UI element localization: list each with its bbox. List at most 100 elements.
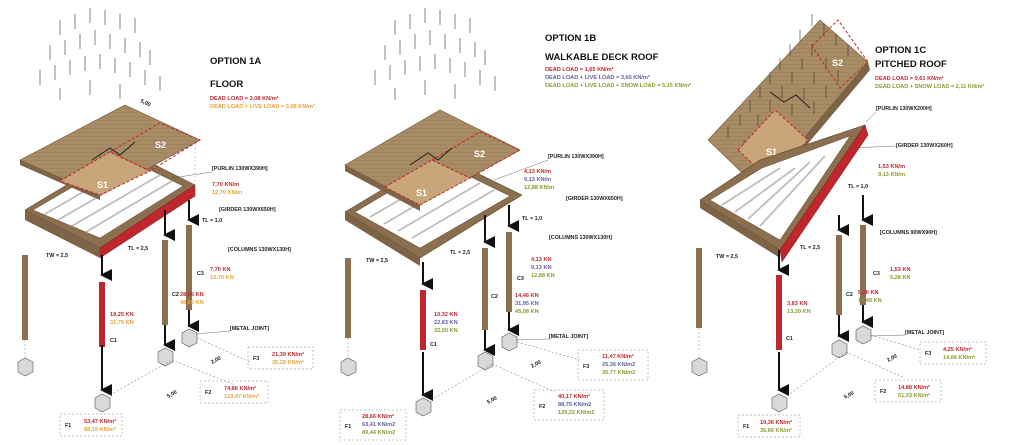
c1-v3-1b: 32,20 KN [434,328,458,334]
dim1-1a: 2,00 [210,356,222,366]
c3-v2-1a: 12,70 KN [210,275,234,281]
f1-box-1b [339,409,407,441]
c1-v1-1b: 10,32 KN [434,312,458,318]
f3-v3-1b: 35,77 KN/m2 [602,370,635,376]
c3-label-1a: C3 [197,271,204,277]
column-1b-left [345,258,351,338]
footing-f3-1b [501,332,518,352]
s2-area-1a [108,122,202,172]
f2-v1-1a: 74,86 KN/m² [224,385,256,392]
option-1a: 5,00 S1 S2 [17,8,315,437]
dim2-1c: 5,00 [843,391,855,401]
f1-label-1a: F1 [65,423,71,429]
c1-v2-1a: 31,75 KN [110,320,134,326]
footing-f1-1a [94,393,111,413]
tl-1b: TL = 2,5 [450,250,470,256]
tl-eq-1c: TL = 1,0 [848,184,868,190]
load-arrows-1b [374,8,496,100]
f2-label-1b: F2 [539,404,545,410]
svg-text:5,00: 5,00 [139,98,151,108]
c3-label-1b: C3 [517,276,524,282]
tl-1a: TL = 2,5 [128,246,148,252]
s1-label-1c: S1 [766,147,777,157]
f3-v1-1b: 11,47 KN/m² [602,353,634,360]
footing-f2-1b [477,351,494,371]
c3-v2-1b: 9,13 KN [531,265,552,271]
f3-box-1c [919,341,987,365]
s2-label-1b: S2 [474,149,485,159]
c2-label-1b: C2 [491,294,498,300]
c3-v3-1b: 12,88 KN [531,273,555,279]
c2-label-1c: C2 [846,292,853,298]
dead-load-1b: DEAD LOAD = 1,65 KN/m² [545,66,614,73]
s1-area-1c [737,109,809,181]
purlin-v1-1b: 4,13 KN/m [524,169,551,175]
f1-label-1b: F1 [345,424,351,430]
title-1c: OPTION 1C [875,45,926,56]
f2-v2-1b: 88,75 KN/m2 [558,402,591,408]
footing-f2-1c [831,339,848,359]
c2-v1-1c: 5,36 KN [858,290,879,296]
girder-label-1c: [GIRDER 130WX260H] [896,143,953,149]
tl-1c: TL = 2,5 [800,245,820,251]
dead-snow-load-1c: DEAD LOAD + SNOW LOAD = 2,11 KN/m² [875,83,985,90]
columns-label-1b: [COLUMNS 130WX130H] [549,235,612,241]
c1-v2-1c: 13,20 KN [787,309,811,315]
c3-v1-1b: 4,13 KN [531,257,552,263]
f1-label-1c: F1 [743,424,749,430]
c2-v3-1b: 45,08 KN [515,309,539,315]
title-1a: OPTION 1A [210,56,261,67]
s1-label-1b: S1 [416,188,427,198]
purlin-v2-1a: 12,70 KN/m [212,190,242,196]
footing-1c-left [691,357,708,377]
column-c3-1a [186,225,192,310]
c1-v1-1a: 19,25 KN [110,312,134,318]
f3-label-1b: F3 [583,364,589,370]
metal-joint-1b: [METAL JOINT] [549,334,588,340]
f3-box-1a [247,346,314,370]
f3-box-1b [577,349,649,381]
c2-v2-1b: 31,95 KN [515,301,539,307]
f1-v2-1b: 63,41 KN/m2 [362,422,395,428]
purlin-label-1c: [PURLIN 130WX200H] [876,106,932,112]
footing-f3-1a [181,328,198,348]
metal-joint-1c: [METAL JOINT] [905,330,944,336]
dim2-1a: 5,00 [166,390,178,400]
f3-v2-1a: 35,28 KN/m² [272,359,304,366]
f1-v1-1a: 53,47 KN/m² [84,418,116,425]
tw-1c: TW = 2,5 [716,254,738,260]
s2-area-1b [430,131,522,179]
column-c2-1a [162,240,168,325]
purlin-v2-1c: 9,13 KN/m [878,172,905,178]
footing-1a-left [17,357,34,377]
c2-v1-1a: 28,95 KN [180,292,204,298]
purlin-v2-1b: 9,13 KN/m [524,177,551,183]
column-c1-1a [99,282,105,347]
s2-label-1c: S2 [832,58,843,68]
f1-v3-1b: 89,44 KN/m2 [362,430,395,436]
tl-eq-1b: TL = 1,0 [522,216,542,222]
column-1c-left [696,248,702,328]
girder-label-1a: [GIRDER 130WX650H] [219,207,276,213]
column-1a-left [22,255,28,340]
dim2-1b: 5,00 [486,396,498,406]
c3-v2-1c: 5,28 KN [890,275,911,281]
footing-f1-1c [771,393,788,413]
subtitle-1a: FLOOR [210,79,243,90]
column-c2-1b [482,248,488,330]
subtitle-1c: PITCHED ROOF [875,59,947,70]
f1-v1-1c: 10,36 KN/m² [760,419,792,426]
s1-label-1a: S1 [97,180,108,190]
f2-v1-1b: 40,17 KN/m² [558,393,590,400]
column-c3-1b [506,232,512,312]
dim1-1c: 2,00 [886,354,898,364]
f3-v1-1a: 21,39 KN/m² [272,351,304,358]
c3-label-1c: C3 [873,271,880,277]
c3-v1-1a: 7,70 KN [210,267,231,273]
purlin-v3-1b: 12,88 KN/m [524,185,554,191]
c1-label-1b: C1 [430,342,437,348]
load-arrows-1c [727,14,849,152]
f2-v2-1a: 123,47 KN/m² [224,393,259,400]
f1-box-1c [737,414,801,438]
